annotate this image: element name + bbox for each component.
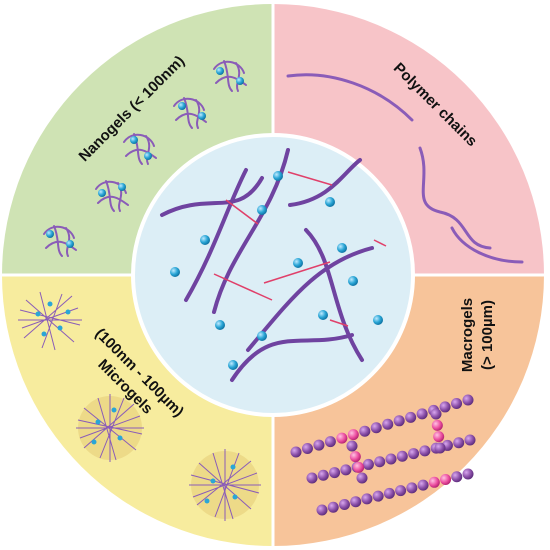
polymer-bead (464, 434, 476, 446)
polymer-bead (396, 450, 408, 462)
polymer-bead (327, 501, 339, 513)
nanogel-icon (123, 133, 157, 165)
polymer-bead (395, 485, 407, 497)
svg-text:Macrogels: Macrogels (459, 298, 476, 372)
polymer-bead (417, 479, 429, 491)
microgel-icon (189, 449, 261, 521)
crosslink-bead (433, 431, 445, 443)
polymer-bead (430, 408, 442, 420)
nanogel-group (43, 60, 247, 257)
crosslink-bead (431, 419, 443, 431)
polymer-bead (338, 498, 350, 510)
crosslink-bead (353, 461, 365, 473)
polymer-bead (393, 415, 405, 427)
polymer-bead (370, 422, 382, 434)
polymer-bead (408, 448, 420, 460)
microgel-group (18, 291, 261, 521)
polymer-bead (290, 446, 302, 458)
polymer-bead (434, 442, 446, 454)
polymer-bead (382, 418, 394, 430)
crosslink-bead (347, 429, 359, 441)
polymer-bead (316, 504, 328, 516)
polymer-bead (306, 472, 318, 484)
polymer-bead (340, 464, 352, 476)
polymer-bead (453, 437, 465, 449)
polymer-bead (350, 496, 362, 508)
microgel-icon (76, 394, 144, 462)
polymer-bead (329, 467, 341, 479)
svg-text:(> 100µm): (> 100µm) (479, 300, 496, 370)
label-macrogels: Macrogels (> 100µm) (459, 298, 496, 372)
polymer-bead (405, 411, 417, 423)
nanogel-icon (95, 180, 129, 212)
polymer-bead (439, 401, 451, 413)
polymer-bead (346, 440, 358, 452)
polymer-bead (359, 425, 371, 437)
polymer-bead (419, 445, 431, 457)
polymer-bead (374, 456, 386, 468)
polymer-bead (406, 482, 418, 494)
microgel-icon (18, 291, 82, 351)
polymer-bead (324, 436, 336, 448)
polymer-bead (451, 471, 463, 483)
polymer-bead (462, 394, 474, 406)
nanogel-icon (173, 97, 207, 129)
crosslink-bead (336, 432, 348, 444)
polymer-bead (372, 490, 384, 502)
polymer-bead (317, 469, 329, 481)
polymer-bead (362, 458, 374, 470)
hydrogel-network-icon (160, 148, 387, 382)
polymer-bead (462, 468, 474, 480)
nanogel-icon (213, 60, 247, 92)
crosslink-bead (428, 476, 440, 488)
polymer-bead (416, 408, 428, 420)
polymer-bead (356, 472, 368, 484)
macrogel-bead-icon (290, 394, 476, 516)
polymer-bead (385, 453, 397, 465)
polymer-bead (451, 397, 463, 409)
nanogel-icon (43, 225, 77, 257)
polymer-chain-icon (286, 73, 524, 264)
crosslink-bead (349, 451, 361, 463)
polymer-bead (361, 493, 373, 505)
crosslink-bead (440, 474, 452, 486)
polymer-bead (383, 487, 395, 499)
polymer-bead (301, 443, 313, 455)
polymer-bead (313, 439, 325, 451)
